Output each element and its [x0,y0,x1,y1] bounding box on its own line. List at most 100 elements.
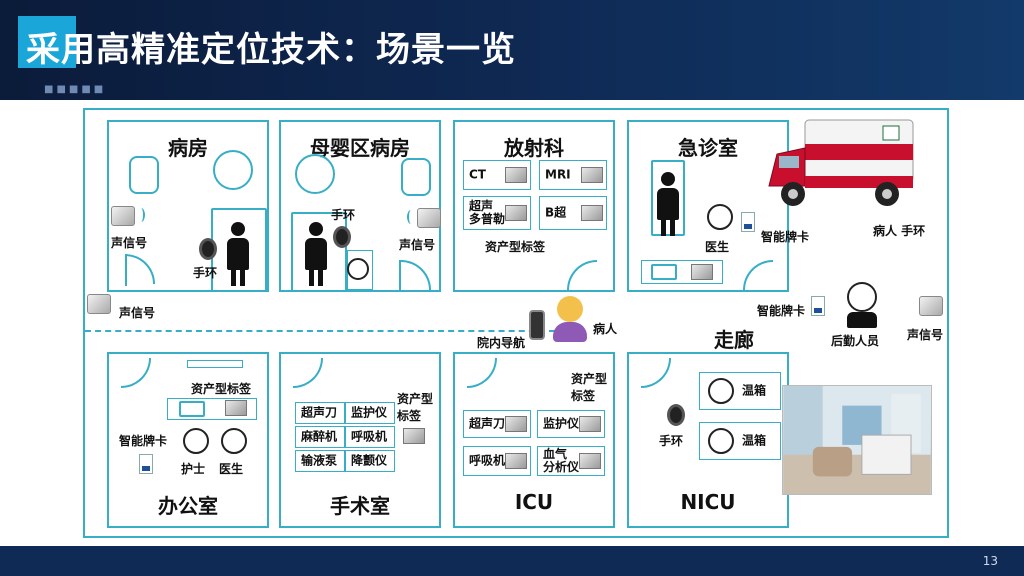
room-title-office: 办公室 [158,494,218,518]
laptop-icon [651,264,677,280]
device-b-ultrasound: B超 [539,196,607,230]
header-bar: ■■■■■ 采用高精准定位技术：场景一览 [0,0,1024,100]
wristband-icon [667,404,685,426]
door-icon [293,358,323,388]
corridor-badge-label: 智能牌卡 [757,304,806,318]
room-surgery: 手术室 资产型 标签 超声刀 监护仪 麻醉机 呼吸机 输液泵 降颤仪 [279,352,441,528]
device-monitor: 监护仪 [537,410,605,438]
decorative-dots: ■■■■■ [44,84,107,95]
page-number: 13 [982,554,998,568]
badge-label: 智能牌卡 [761,230,810,244]
footer-bar: 13 [0,546,1024,576]
room-title-maternity: 母婴区病房 [310,136,410,160]
room-ward: 病房 声信号 手环 [107,120,269,292]
device-icon [581,167,603,183]
corridor-patient-label: 病人 [593,322,618,336]
floor-plan: 病房 声信号 手环 母婴区病房 手环 声信号 放射科 C [83,108,949,538]
navigation-label: 院内导航 [477,336,526,350]
room-office: 办公室 资产型标签 智能牌卡 护士 医生 [107,352,269,528]
patient-body-icon [553,322,587,342]
door-frame [399,260,401,292]
phone-icon [529,310,545,340]
ambulance-label: 病人 手环 [873,224,926,238]
door-icon [743,260,773,290]
nurse-label: 护士 [181,462,206,476]
room-nicu: NICU 手环 温箱 温箱 [627,352,789,528]
door-icon [641,358,671,388]
device-ultrasonic-scalpel: 超声刀 [463,410,531,438]
room-title-icu: ICU [514,490,554,514]
device-icon [505,167,527,183]
device-icon [505,453,527,469]
baby-icon [347,258,369,280]
doctor-icon [221,428,247,454]
device-doppler: 超声 多普勒 [463,196,531,230]
bed-icon [291,212,347,292]
nicu-photo [782,385,932,495]
wristband-label: 手环 [659,434,684,448]
patient-icon [223,222,253,286]
device-icon [225,400,247,416]
device-ultrasonic-scalpel: 超声刀 [295,402,345,424]
device-monitor: 监护仪 [345,402,395,424]
beacon-icon [417,208,441,228]
room-title-ward: 病房 [168,136,208,160]
patient-icon [557,296,583,322]
door-icon [125,254,155,284]
beacon-icon [111,206,135,226]
logistics-staff-body [847,310,877,328]
corridor-right-beacon-label: 声信号 [907,328,944,342]
patient-icon [653,172,683,236]
beacon-label: 声信号 [399,238,436,252]
device-ct: CT [463,160,531,190]
device-icon [579,416,601,432]
device-icon [403,428,425,444]
device-icon [691,264,713,280]
nurse-icon [183,428,209,454]
door-icon [567,260,597,290]
door-frame [125,254,127,286]
device-ventilator: 呼吸机 [463,446,531,476]
laptop-icon [179,401,205,417]
room-icu: ICU 资产型 标签 超声刀 监护仪 呼吸机 血气 分析仪 [453,352,615,528]
device-infusion-pump: 输液泵 [295,450,345,472]
incubator-2: 温箱 [699,422,781,460]
device-ventilator: 呼吸机 [345,426,395,448]
door-icon [467,358,497,388]
asset-tag-label: 资产型标签 [191,382,252,396]
doctor-icon [707,204,733,230]
baby-icon [708,378,734,404]
asset-tag-label: 资产型 标签 [571,372,608,403]
device-icon [581,205,603,221]
asset-tag-label: 资产型标签 [485,240,546,254]
room-radiology: 放射科 CT MRI 超声 多普勒 B超 资产型标签 [453,120,615,292]
bed-icon [651,160,685,236]
signal-wave-icon [137,208,145,222]
shelf-icon [187,360,243,368]
wristband-label: 手环 [331,208,356,222]
room-title-radiology: 放射科 [504,136,564,160]
mother-icon [301,222,331,286]
signal-wave-icon [407,210,415,224]
title-accent-block [18,16,76,68]
device-anesthesia: 麻醉机 [295,426,345,448]
door-icon [401,260,431,290]
sink-icon [295,154,335,194]
badge-icon [811,296,825,316]
door-icon [121,358,151,388]
wristband-icon [199,238,217,260]
room-title-emergency: 急诊室 [678,136,738,160]
corridor-title: 走廊 [714,328,754,352]
badge-icon [139,454,153,474]
device-icon [579,453,601,469]
doctor-label: 医生 [705,240,730,254]
badge-icon [741,212,755,232]
baby-icon [708,428,734,454]
room-title-surgery: 手术室 [330,494,390,518]
ambulance-icon [768,119,914,206]
sink-icon [213,150,253,190]
room-maternity: 母婴区病房 手环 声信号 [279,120,441,292]
room-emergency: 急诊室 医生 智能牌卡 [627,120,809,292]
device-icon [505,416,527,432]
device-mri: MRI [539,160,607,190]
